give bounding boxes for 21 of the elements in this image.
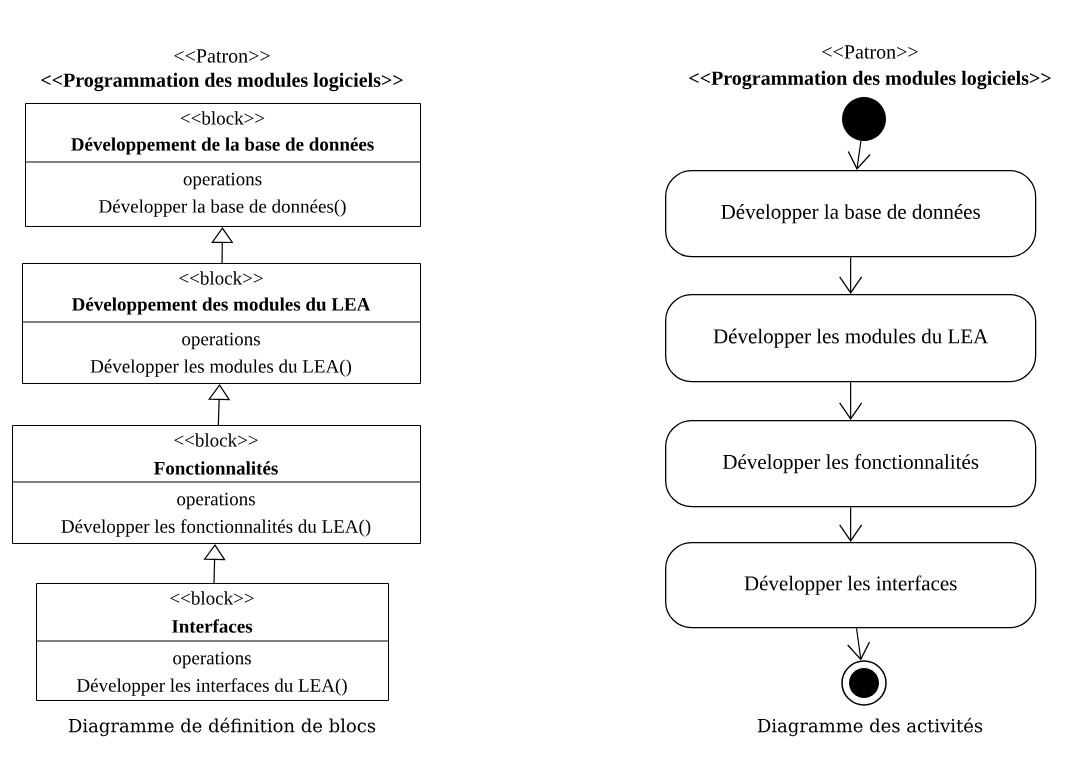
block-box: <<block>> Développement de la base de données operations Développer la base de données() bbox=[24, 103, 421, 227]
stereotype-label: <<Programmation des modules logiciels>> bbox=[689, 70, 1051, 90]
end-node bbox=[841, 660, 887, 706]
caption: Diagramme des activités bbox=[757, 717, 983, 737]
block-box: <<block>> Interfaces operations Développer les interfaces du LEA() bbox=[35, 583, 389, 701]
block-box: <<block>> Développement des modules du LEA operations Développer les modules du LEA() bbox=[21, 263, 421, 384]
flow-arrow bbox=[839, 506, 863, 542]
flow-arrow bbox=[839, 256, 863, 294]
action-box: Développer la base de données bbox=[665, 170, 1037, 258]
action-box: Développer les fonctionnalités bbox=[665, 420, 1037, 508]
block-box: <<block>> Fonctionnalités operations Développer les fonctionnalités du LEA() bbox=[11, 425, 421, 544]
caption: Diagramme de définition de blocs bbox=[68, 717, 376, 737]
action-box: Développer les modules du LEA bbox=[665, 294, 1037, 383]
start-node bbox=[842, 97, 886, 141]
generalization-arrow bbox=[203, 544, 226, 584]
flow-arrow bbox=[839, 381, 863, 420]
flow-arrow bbox=[847, 627, 871, 661]
stereotype-label: <<Patron>> bbox=[174, 49, 270, 63]
stereotype-label: <<Patron>> bbox=[822, 45, 918, 59]
flow-arrow bbox=[847, 140, 871, 170]
action-box: Développer les interfaces bbox=[665, 542, 1037, 629]
